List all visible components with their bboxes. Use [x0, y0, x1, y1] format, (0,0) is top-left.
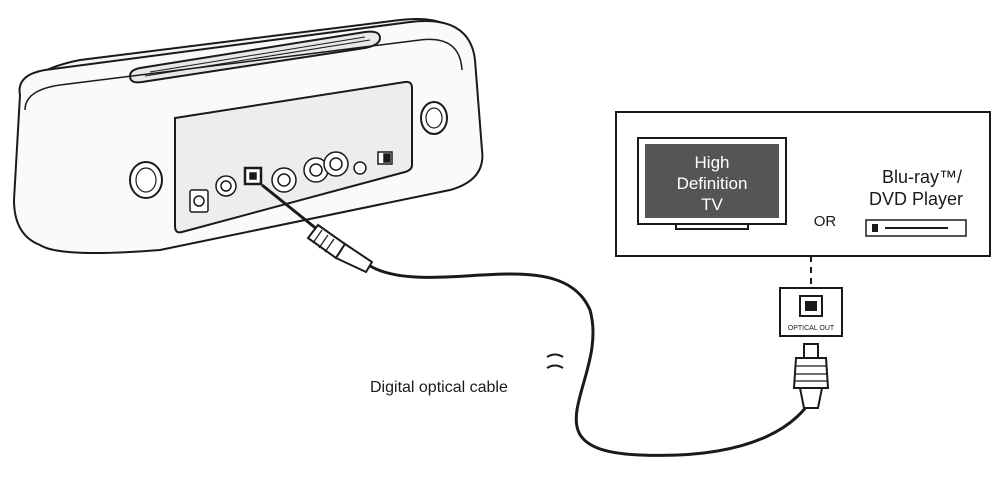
right-side-knob — [420, 101, 448, 135]
cable-label: Digital optical cable — [370, 379, 508, 396]
rear-panel — [174, 80, 413, 234]
optical-out-port — [779, 287, 843, 337]
tv-label-line2: Definition — [677, 174, 748, 193]
coaxial-port — [271, 167, 297, 193]
rear-ports — [189, 151, 393, 213]
device-optical-plug — [792, 343, 830, 409]
optical-cable — [369, 264, 814, 457]
aux-right-port — [323, 151, 349, 177]
tv-label-line3: TV — [701, 195, 723, 214]
source-devices-box — [615, 111, 991, 257]
speaker-rim — [24, 38, 463, 111]
speaker-unit — [12, 18, 484, 255]
subwoofer-port — [215, 175, 237, 197]
tv-screen — [645, 144, 779, 218]
or-label: OR — [814, 213, 837, 230]
speaker-optical-plug — [261, 183, 374, 274]
tv-label-line1: High — [695, 153, 730, 172]
player-label-line1: Blu-ray™/ — [882, 167, 962, 187]
left-side-knob — [129, 161, 163, 199]
tv-stand — [675, 223, 749, 230]
cable-break-mark — [546, 353, 564, 369]
optical-out-label: OPTICAL OUT — [788, 325, 835, 332]
dc-in-port — [189, 189, 209, 213]
player-label-line2: DVD Player — [869, 189, 963, 209]
line-in-port — [353, 161, 367, 175]
